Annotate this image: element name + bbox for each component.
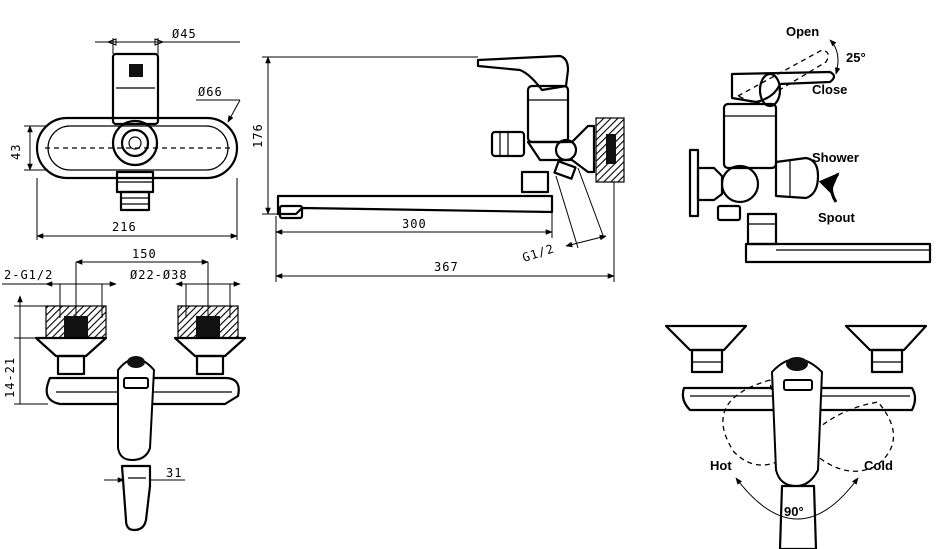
dim-body-width: 216: [112, 220, 137, 234]
dim-outlet-offset: 31: [166, 466, 182, 480]
label-close: Close: [812, 82, 847, 97]
label-shower: Shower: [812, 150, 859, 165]
label-angle: 25°: [846, 50, 866, 65]
flange-right: [173, 336, 247, 358]
op-flange-right: [844, 324, 928, 352]
op-top-lever: [770, 358, 824, 488]
side-view: 176 300 367 G1/2: [251, 54, 625, 282]
label-open: Open: [786, 24, 819, 39]
op-flange-left: [664, 324, 748, 352]
side-lever: [476, 54, 570, 92]
cartridge-outer: [111, 119, 159, 167]
dim-body-height: 43: [9, 144, 23, 160]
op-spout: [744, 242, 932, 264]
label-rotation: 90°: [784, 504, 804, 519]
dim-spout-reach: 300: [402, 217, 427, 231]
dim-height: 176: [251, 123, 265, 148]
dim-centers: 150: [132, 247, 157, 261]
operation-top-view: Hot Cold 90°: [664, 324, 928, 549]
label-hot: Hot: [710, 458, 732, 473]
plan-spout: [120, 464, 152, 532]
rotation-arc-icon: [735, 477, 859, 520]
op-body: [722, 102, 778, 170]
label-spout: Spout: [818, 210, 855, 225]
plan-body: [45, 376, 240, 406]
plan-view: 150 2-G1/2 Ø22-Ø38 14-21 31: [2, 247, 247, 532]
lever-open-ghost: [736, 49, 829, 105]
side-spout: [276, 194, 554, 216]
side-body: [526, 84, 570, 144]
flange-left: [34, 336, 108, 358]
dim-total-length: 367: [434, 260, 459, 274]
dim-outlet-thread: G1/2: [521, 241, 557, 264]
dim-wall-adjust: 14-21: [3, 357, 17, 398]
dim-hose-range: Ø22-Ø38: [130, 268, 188, 282]
op-top-spout: [778, 484, 818, 549]
op-top-body: [681, 386, 917, 412]
dim-body-diameter: Ø45: [172, 27, 197, 41]
plan-lever: [117, 358, 156, 462]
operation-side-view: Open 25° Close Shower Spout: [688, 24, 932, 264]
lever-slot: [129, 64, 143, 77]
lever-block: [111, 52, 160, 126]
op-flange: [688, 148, 700, 218]
dim-inlet-thread: 2-G1/2: [4, 268, 53, 282]
front-view: Ø45 Ø66 43 216: [9, 27, 241, 240]
label-cold: Cold: [864, 458, 893, 473]
diverter-arrow-icon: [818, 172, 840, 203]
dim-flange-diameter: Ø66: [198, 85, 223, 99]
front-body: [35, 116, 239, 180]
